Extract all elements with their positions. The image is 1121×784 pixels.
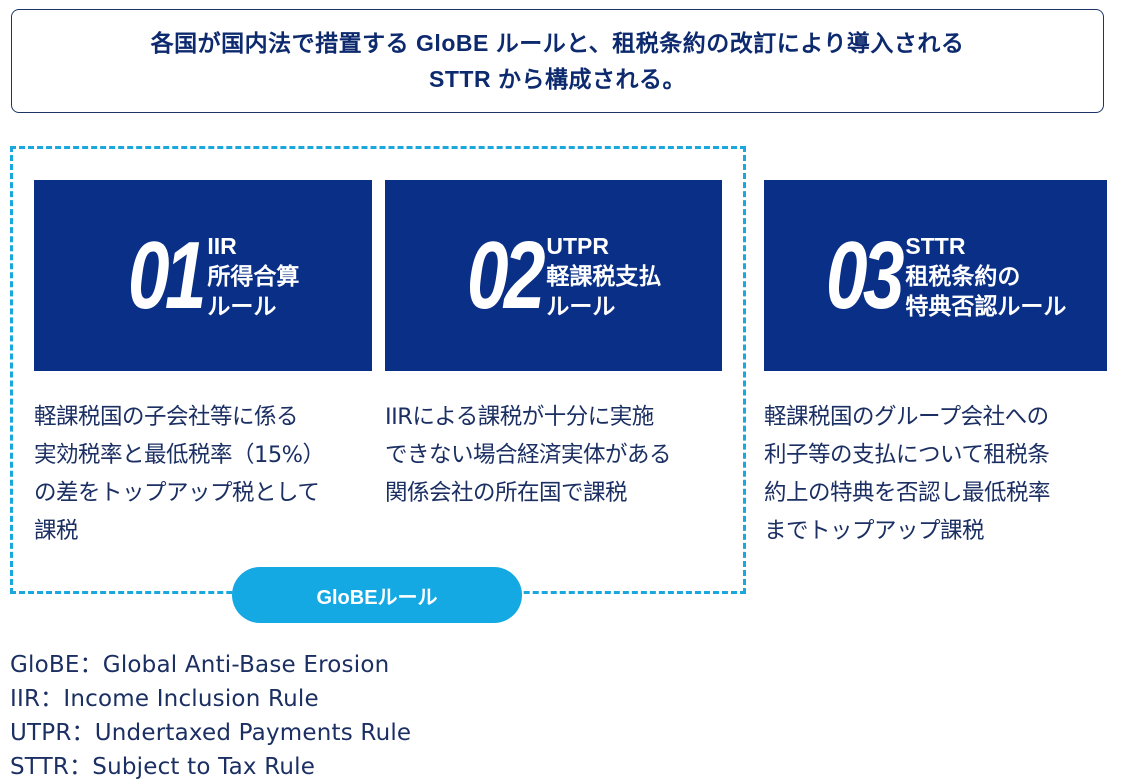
globe-rules-label: GloBEルール	[232, 567, 522, 623]
glossary-item: STTR：Subject to Tax Rule	[10, 754, 316, 780]
description-line: 関係会社の所在国で課税	[385, 480, 628, 506]
card-title-line: 特典否認ルール	[905, 292, 1067, 319]
card-title: IIR 所得合算 ルール	[207, 231, 299, 321]
card-title-line: 所得合算	[207, 262, 300, 289]
description-line: できない場合経済実体がある	[385, 442, 672, 468]
description-line: 約上の特典を否認し最低税率	[764, 480, 1051, 506]
description-line: 利子等の支払について租税条	[764, 442, 1050, 468]
card-utpr-description: IIRによる課税が十分に実施 できない場合経済実体がある 関係会社の所在国で課税	[385, 398, 672, 512]
card-title-line: 軽課税支払	[546, 262, 662, 289]
card-iir-description: 軽課税国の子会社等に係る 実効税率と最低税率（15%） の差をトップアップ税とし…	[34, 398, 325, 550]
card-number: 01	[127, 221, 206, 329]
description-line: 軽課税国の子会社等に係る	[34, 404, 299, 430]
glossary: GloBE：Global Anti-Base Erosion IIR：Incom…	[10, 648, 411, 784]
description-line: までトップアップ課税	[764, 518, 985, 544]
header-line-2: STTR から構成される。	[429, 66, 686, 92]
glossary-item: IIR：Income Inclusion Rule	[10, 686, 319, 712]
description-line: IIRによる課税が十分に実施	[385, 404, 654, 430]
card-number: 02	[466, 221, 545, 329]
card-sttr-description: 軽課税国のグループ会社への 利子等の支払について租税条 約上の特典を否認し最低税…	[764, 398, 1051, 550]
description-line: の差をトップアップ税として	[34, 480, 320, 506]
card-abbr: UTPR	[546, 232, 610, 259]
card-number: 03	[825, 221, 904, 329]
card-utpr: 02 UTPR 軽課税支払 ルール	[385, 180, 722, 371]
card-abbr: IIR	[207, 232, 237, 259]
card-abbr: STTR	[905, 232, 966, 259]
glossary-item: UTPR：Undertaxed Payments Rule	[10, 720, 412, 746]
description-line: 実効税率と最低税率（15%）	[34, 442, 325, 468]
card-title-line: ルール	[546, 292, 616, 319]
card-title: STTR 租税条約の 特典否認ルール	[905, 231, 1066, 321]
card-sttr: 03 STTR 租税条約の 特典否認ルール	[764, 180, 1107, 371]
card-iir: 01 IIR 所得合算 ルール	[34, 180, 372, 371]
glossary-item: GloBE：Global Anti-Base Erosion	[10, 652, 390, 678]
card-title-line: 租税条約の	[905, 262, 1021, 289]
card-title: UTPR 軽課税支払 ルール	[546, 231, 661, 321]
description-line: 課税	[34, 518, 79, 544]
header-line-1: 各国が国内法で措置する GloBE ルールと、租税条約の改訂により導入される	[150, 30, 965, 56]
card-title-line: ルール	[207, 292, 277, 319]
description-line: 軽課税国のグループ会社への	[764, 404, 1049, 430]
summary-header-box: 各国が国内法で措置する GloBE ルールと、租税条約の改訂により導入される S…	[11, 9, 1104, 113]
